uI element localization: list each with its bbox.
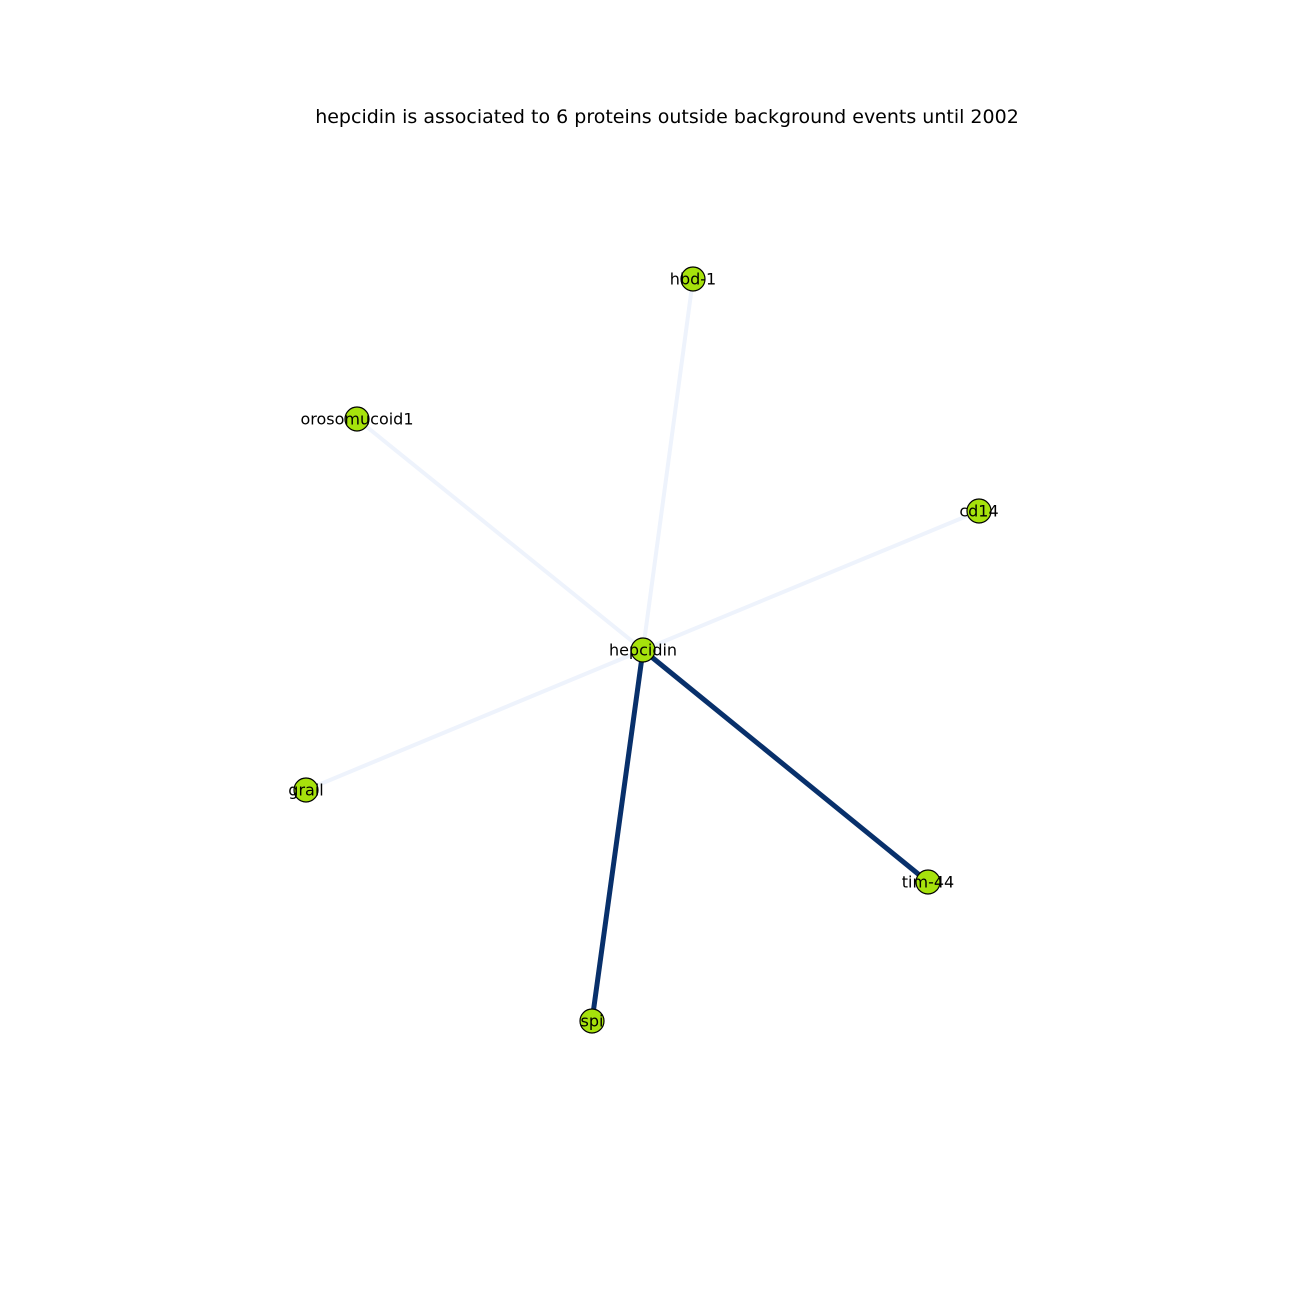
node-label-spi: spi — [581, 1012, 604, 1031]
node-circle-grail — [293, 777, 319, 803]
node-tim-44: tim-44 — [902, 869, 954, 895]
node-spi: spi — [579, 1008, 605, 1034]
node-circle-spi — [579, 1008, 605, 1034]
node-label-cd14: cd14 — [959, 502, 998, 521]
node-label-orosomucoid1: orosomucoid1 — [300, 410, 413, 429]
node-grail: grail — [288, 777, 324, 803]
node-circle-hbd-1 — [680, 266, 706, 292]
node-cd14: cd14 — [959, 498, 999, 524]
edge-hepcidin-spi — [589, 649, 646, 1022]
node-hepcidin: hepcidin — [609, 637, 677, 663]
node-circle-tim-44 — [915, 869, 941, 895]
node-label-tim-44: tim-44 — [902, 873, 954, 892]
node-hbd-1: hbd-1 — [670, 266, 716, 292]
edge-hepcidin-cd14 — [642, 509, 980, 652]
edge-hepcidin-orosomucoid1 — [355, 417, 645, 652]
edges-layer — [305, 278, 980, 1022]
node-orosomucoid1: orosomucoid1 — [300, 406, 414, 432]
node-label-hepcidin: hepcidin — [609, 641, 677, 660]
node-circle-hepcidin — [630, 637, 656, 663]
nodes-layer: hepcidin hbd-1 orosomucoid1 cd14 grail tim-44… — [288, 266, 999, 1034]
edge-hepcidin-grail — [305, 648, 644, 792]
edge-hepcidin-hbd-1 — [641, 278, 695, 651]
node-circle-cd14 — [966, 498, 992, 524]
figure-title: hepcidin is associated to 6 proteins out… — [315, 106, 1019, 128]
node-label-hbd-1: hbd-1 — [670, 270, 716, 289]
edge-hepcidin-tim-44 — [641, 648, 930, 884]
node-circle-orosomucoid1 — [344, 406, 370, 432]
node-label-grail: grail — [288, 781, 323, 800]
